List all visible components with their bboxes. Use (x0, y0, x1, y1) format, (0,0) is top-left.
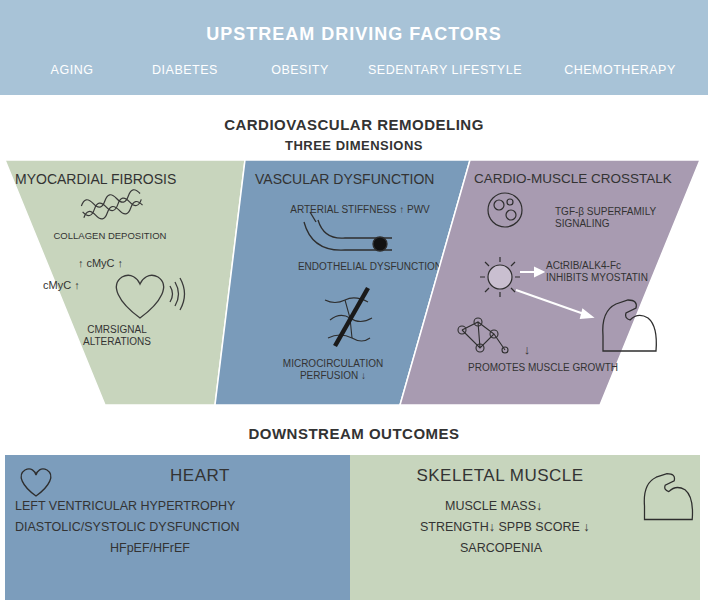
panel-item: ARTERIAL STIFFNESS ↑ PWV (275, 204, 445, 216)
panel-shape (5, 160, 245, 405)
panel-heading: VASCULAR DYSFUNCTION (255, 171, 465, 188)
panel-item: TGF-β SUPERFAMILY SIGNALING (555, 206, 667, 230)
section-heading: CARDIOVASCULAR REMODELING (0, 116, 708, 134)
marker-text: cMyC ↑ (43, 279, 103, 292)
outcome-item: HFpEF/HFrEF (110, 541, 310, 556)
factor-item: SEDENTARY LIFESTYLE (360, 63, 530, 78)
marker-text: ↑ cMyC ↑ (63, 257, 138, 270)
outcome-item: STRENGTH↓ SPPB SCORE ↓ (420, 520, 650, 535)
panel-item: COLLAGEN DEPOSITION (45, 230, 175, 241)
panel-outline (5, 160, 245, 405)
panel-item: MICROCIRCULATION PERFUSION ↓ (277, 358, 389, 382)
outcome-box: HEART LEFT VENTRICULAR HYPERTROPHY DIASTOL… (5, 455, 350, 600)
panel-item: CMRSIGNAL ALTERATIONS (73, 324, 161, 348)
factor-item: DIABETES (115, 63, 255, 78)
panel-outline (400, 160, 700, 405)
panel-item: ACtRIB/ALK4-Fc INHIBITS MYOSTATIN (546, 260, 664, 284)
section-subheading: THREE DIMENSIONS (0, 138, 708, 154)
factor-item: AGING (2, 63, 142, 78)
dimension-panel: CARDIO-MUSCLE CROSSTALK TGF-β SUPERFAMILY… (400, 160, 700, 405)
marker-text: ↓ (518, 342, 536, 358)
outcome-item: MUSCLE MASS↓ (445, 499, 645, 514)
panel-item: PROMOTES MUSCLE GROWTH (468, 362, 618, 374)
outcome-item: SARCOPENIA (460, 541, 660, 556)
section-heading: DOWNSTREAM OUTCOMES (0, 425, 708, 443)
box-heading: HEART (100, 466, 300, 486)
box-heading: SKELETAL MUSCLE (400, 466, 600, 486)
outcome-box: SKELETAL MUSCLE MUSCLE MASS↓ STRENGTH↓ SPP… (350, 455, 700, 600)
panel-item: ENDOTHELIAL DYSFUNCTION (295, 261, 445, 273)
outcome-item: LEFT VENTRICULAR HYPERTROPHY (15, 499, 345, 514)
factor-band: UPSTREAM DRIVING FACTORS AGINGDIABETESOBE… (0, 0, 708, 95)
dimension-panel: MYOCARDIAL FIBROSIS COLLAGEN DEPOSITION ↑ … (5, 160, 245, 405)
factor-item: OBESITY (230, 63, 370, 78)
outcome-item: DIASTOLIC/SYSTOLIC DYSFUNCTION (15, 520, 345, 535)
factor-item: CHEMOTHERAPY (545, 63, 695, 78)
panel-heading: MYOCARDIAL FIBROSIS (15, 171, 240, 188)
band-heading: UPSTREAM DRIVING FACTORS (0, 24, 708, 46)
panel-heading: CARDIO-MUSCLE CROSSTALK (474, 171, 696, 187)
